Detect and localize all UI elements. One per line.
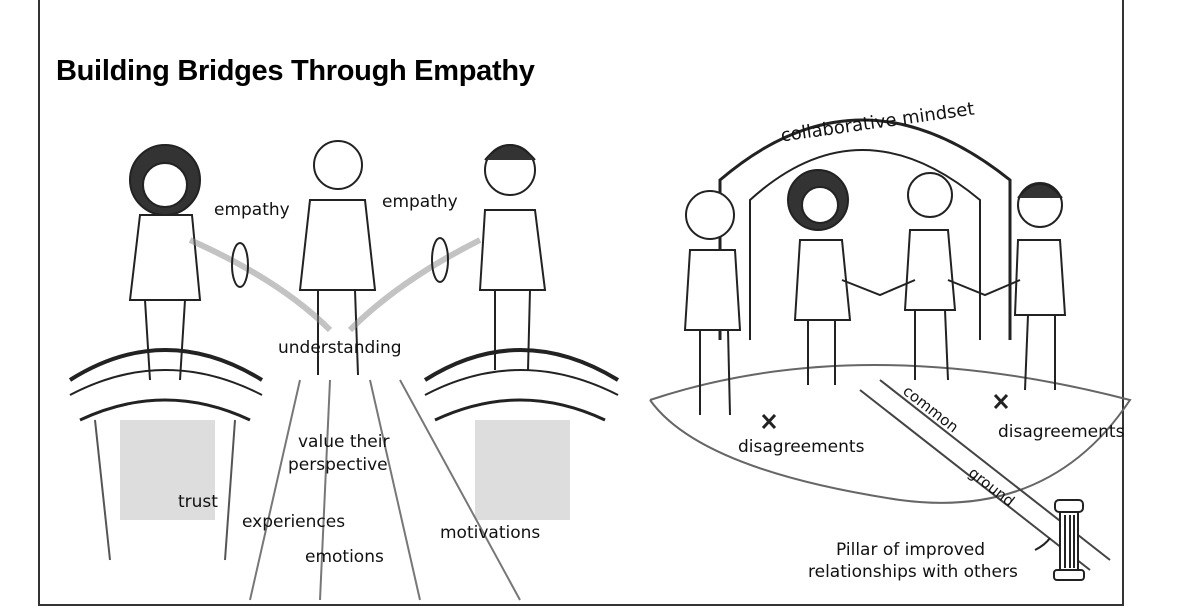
label-perspective: perspective [288, 455, 388, 475]
person-dark-hair-right [1013, 182, 1067, 391]
label-empathy-left: empathy [214, 200, 290, 220]
label-disagreements-left: disagreements [738, 437, 865, 457]
right-scene [649, 118, 1132, 581]
label-pillar-line1: Pillar of improved [836, 540, 986, 560]
label-empathy-center: empathy [382, 192, 458, 212]
left-bridge [68, 348, 264, 561]
page-title: Building Bridges Through Empathy [56, 55, 535, 87]
label-understanding: understanding [278, 338, 402, 358]
illustration-frame [38, 0, 1124, 606]
label-pillar-line2: relationships with others [808, 562, 1018, 582]
person-curly-hair [128, 144, 202, 381]
left-scene [68, 140, 620, 601]
label-experiences: experiences [242, 512, 346, 532]
arch [718, 118, 1012, 340]
label-value-their: value their [298, 432, 390, 452]
label-emotions: emotions [305, 547, 384, 567]
right-bridge [423, 348, 620, 520]
person-glasses [298, 140, 377, 376]
person-glasses-right [903, 172, 957, 381]
label-trust: trust [178, 492, 218, 512]
person-arms-crossed [683, 190, 742, 416]
person-curly-hair-right [787, 169, 852, 385]
label-motivations: motivations [440, 523, 541, 543]
label-disagreements-right: disagreements [998, 422, 1125, 442]
person-dark-hair [478, 144, 547, 371]
pillar-icon [1053, 499, 1085, 581]
